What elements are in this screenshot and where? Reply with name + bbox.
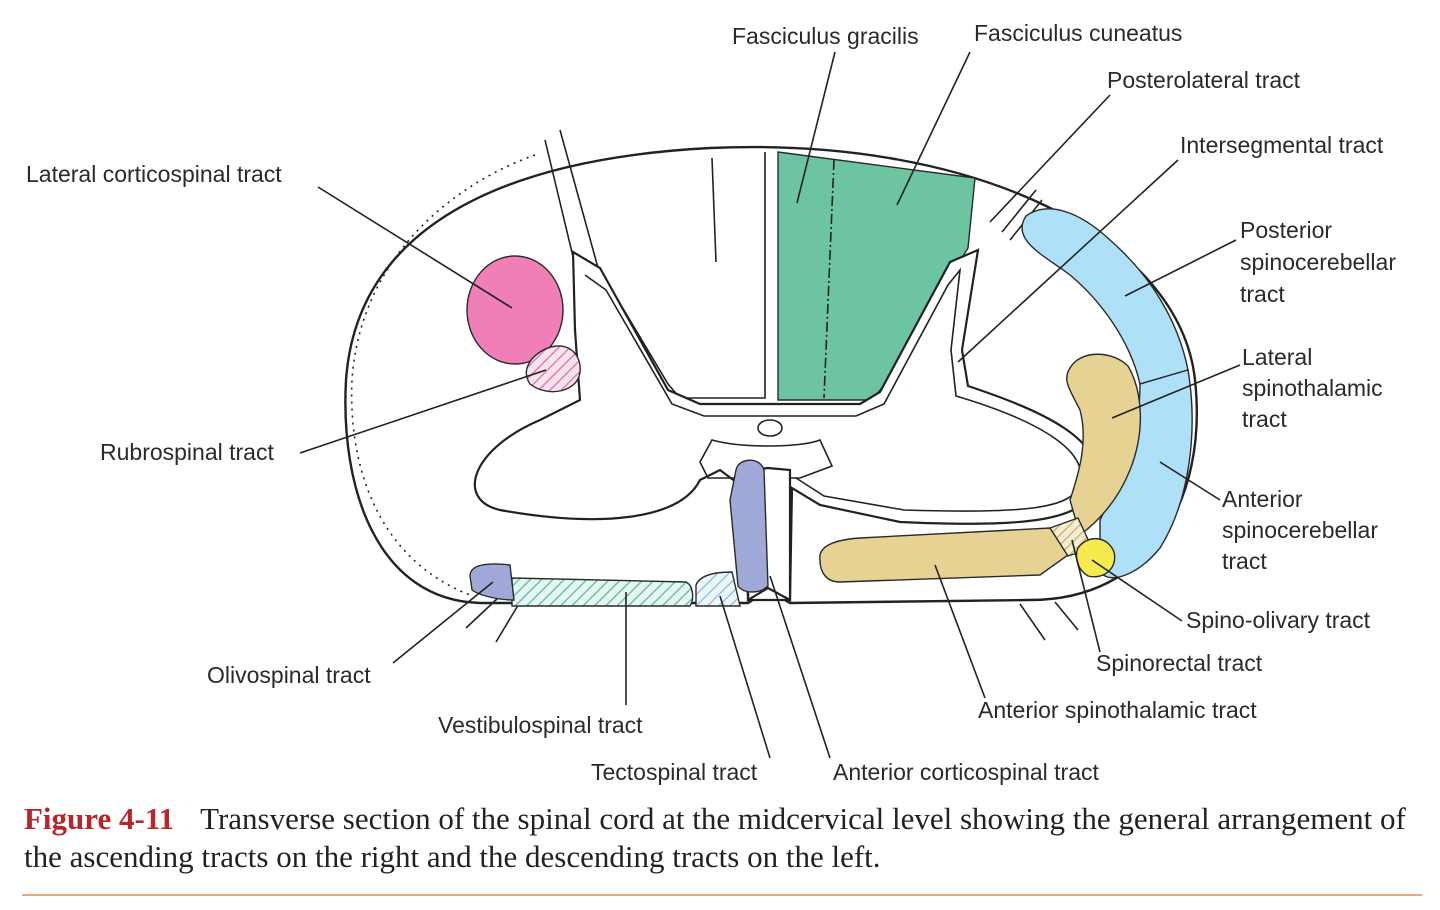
central-canal — [757, 419, 783, 437]
caption-rule — [22, 894, 1422, 896]
label-intersegmental-tract: Intersegmental tract — [1180, 132, 1384, 158]
gracilis-cuneatus-divider — [823, 159, 835, 399]
lateral-spinothalamic-tract — [1066, 353, 1142, 537]
label-anterior-corticospinal-tract: Anterior corticospinal tract — [833, 759, 1099, 785]
gray-matter-inner-edge — [584, 267, 1082, 512]
figure-label: Figure 4-11 — [24, 801, 175, 836]
label-spino-olivary-tract: Spino-olivary tract — [1186, 607, 1371, 633]
label-lateral-spinothalamic: Lateral spinothalamic tract — [1242, 344, 1389, 432]
figure-caption-text: Transverse section of the spinal cord at… — [24, 801, 1406, 874]
label-lateral-corticospinal-tract: Lateral corticospinal tract — [26, 161, 282, 187]
label-posterolateral-tract: Posterolateral tract — [1107, 67, 1301, 93]
tectospinal-tract — [695, 571, 741, 607]
rubrospinal-tract — [525, 345, 581, 393]
dorsal-median-septum — [711, 157, 717, 263]
nerve-rootlets — [465, 129, 1079, 643]
label-olivospinal-tract: Olivospinal tract — [207, 662, 371, 688]
label-vestibulospinal-tract: Vestibulospinal tract — [438, 712, 643, 738]
gray-matter — [473, 248, 1098, 602]
anterior-corticospinal-tract — [729, 459, 769, 593]
central-canal-area — [699, 438, 834, 479]
lateral-corticospinal-tract — [466, 255, 564, 365]
spinal-cord-diagram: Fasciculus gracilis Fasciculus cuneatus … — [26, 20, 1402, 785]
label-anterior-spinocerebellar: Anterior spinocerebellar tract — [1222, 486, 1384, 574]
label-tectospinal-tract: Tectospinal tract — [591, 759, 758, 785]
label-spinorectal-tract: Spinorectal tract — [1096, 650, 1263, 676]
cord-outline-inner-edge — [350, 154, 536, 596]
label-anterior-spinothalamic-tract: Anterior spinothalamic tract — [978, 697, 1257, 723]
label-rubrospinal-tract: Rubrospinal tract — [100, 439, 274, 465]
label-posterior-spinocerebellar: Posterior spinocerebellar tract — [1240, 217, 1402, 307]
label-fasciculus-gracilis: Fasciculus gracilis — [732, 23, 919, 49]
vestibulospinal-tract — [511, 577, 694, 607]
label-fasciculus-cuneatus: Fasciculus cuneatus — [974, 20, 1182, 46]
leader-lines — [299, 51, 1241, 759]
